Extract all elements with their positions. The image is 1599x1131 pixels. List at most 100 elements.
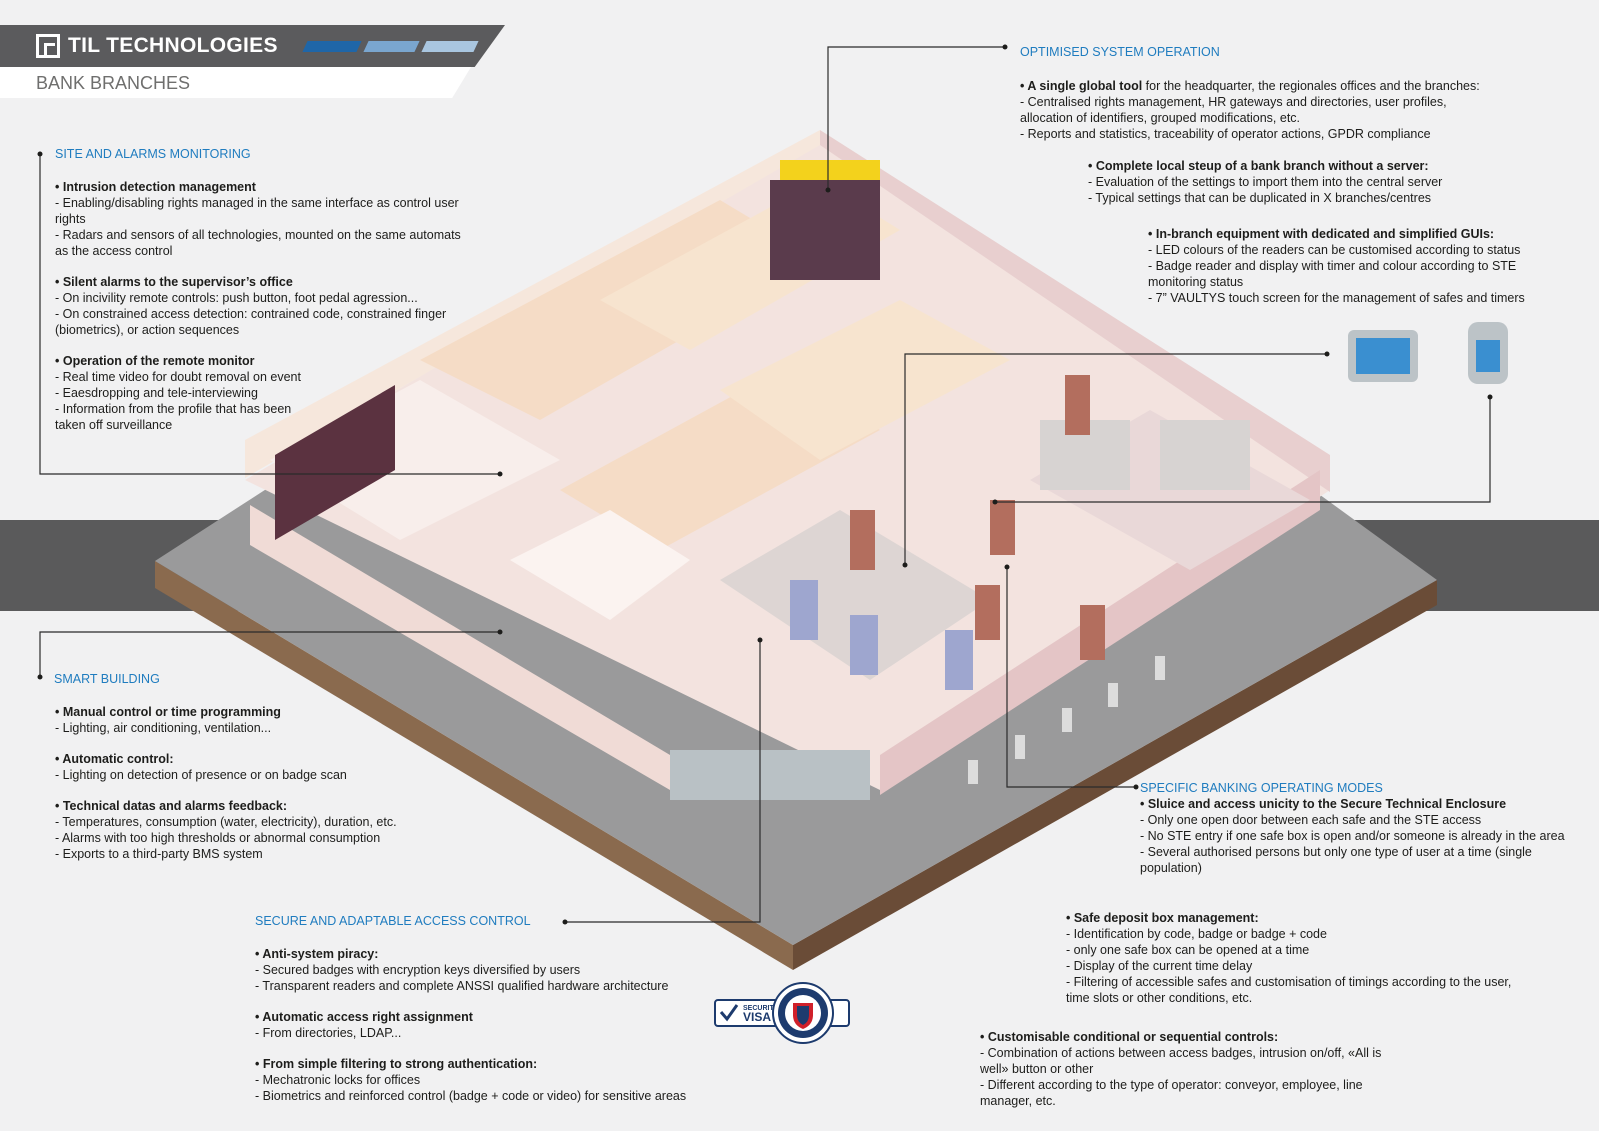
bollard — [1155, 656, 1165, 680]
item-heading: • Safe deposit box management: — [1066, 911, 1259, 925]
item-line: - Mechatronic locks for offices — [255, 1073, 421, 1087]
item-line: - only one safe box can be opened at a t… — [1066, 943, 1310, 957]
header-bar — [0, 25, 505, 67]
security-visa-badge: SECURITY VISA — [714, 982, 850, 1044]
item-line: - Several authorised persons but only on… — [1140, 845, 1532, 875]
wall-right-back — [820, 130, 1330, 492]
section-title-site-alarms: SITE AND ALARMS MONITORING — [55, 147, 251, 161]
item-line: - Real time video for doubt removal on e… — [55, 370, 301, 384]
item-line: - Badge reader and display with timer an… — [1148, 259, 1517, 273]
item-line: - Evaluation of the settings to import t… — [1088, 175, 1443, 189]
banking-modes-block-3: • Customisable conditional or sequential… — [980, 1029, 1400, 1109]
item-heading: • Automatic access right assignment — [255, 1010, 473, 1024]
site-alarms-block: • Intrusion detection management - Enabl… — [55, 179, 475, 433]
item-heading: • Automatic control: — [55, 752, 174, 766]
bollard — [1108, 683, 1118, 707]
server-cable-tray — [780, 160, 880, 180]
item-line: - Exports to a third-party BMS system — [55, 847, 263, 861]
page-subtitle: BANK BRANCHES — [36, 73, 191, 93]
item-heading-rest: for the headquarter, the regionales offi… — [1142, 79, 1480, 93]
item-heading: • Operation of the remote monitor — [55, 354, 255, 368]
smart-building-block: • Manual control or time programming - L… — [55, 704, 475, 862]
item-line: - LED colours of the readers can be cust… — [1148, 243, 1521, 257]
accent-stripe-3 — [421, 41, 479, 52]
item-heading: • Anti-system piracy: — [255, 947, 379, 961]
item-line: - On incivility remote controls: push bu… — [55, 291, 418, 305]
item-line: - Enabling/disabling rights managed in t… — [55, 196, 459, 226]
accent-stripe-2 — [363, 41, 420, 52]
item-heading: • A single global tool — [1020, 79, 1143, 93]
item-line: - Radars and sensors of all technologies… — [55, 228, 461, 258]
item-line: - Eaesdropping and tele-interviewing — [55, 386, 258, 400]
item-heading: • In-branch equipment with dedicated and… — [1148, 227, 1495, 241]
badge-text-main: VISA — [743, 1010, 771, 1024]
item-line: - Centralised rights management, HR gate… — [1020, 95, 1447, 109]
section-title-optimised-operation: OPTIMISED SYSTEM OPERATION — [1020, 45, 1220, 59]
item-heading: • From simple filtering to strong authen… — [255, 1057, 538, 1071]
item-heading: • Technical datas and alarms feedback: — [55, 799, 288, 813]
door-1 — [850, 510, 875, 570]
door-3 — [1065, 375, 1090, 435]
item-line: - Combination of actions between access … — [980, 1046, 1382, 1076]
item-line: - Lighting, air conditioning, ventilatio… — [55, 721, 272, 735]
optimised-block-2: • Complete local steup of a bank branch … — [1088, 158, 1578, 206]
item-line: - From directories, LDAP... — [255, 1026, 402, 1040]
touch-screen-display — [1356, 338, 1410, 374]
door-2 — [990, 500, 1015, 555]
section-title-banking-modes: SPECIFIC BANKING OPERATING MODES — [1140, 781, 1383, 795]
item-line: - No STE entry if one safe box is open a… — [1140, 829, 1565, 843]
optimised-block-1: • A single global tool for the headquart… — [1020, 78, 1580, 142]
subtitle-bar — [0, 67, 471, 98]
atm-1 — [790, 580, 818, 640]
access-control-block: • Anti-system piracy: - Secured badges w… — [255, 946, 715, 1104]
server-racks — [770, 180, 880, 280]
item-heading: • Complete local steup of a bank branch … — [1088, 159, 1429, 173]
item-line: - 7” VAULTYS touch screen for the manage… — [1148, 291, 1525, 305]
item-heading: • Customisable conditional or sequential… — [980, 1030, 1279, 1044]
item-line: monitoring status — [1148, 275, 1244, 289]
optimised-block-3: • In-branch equipment with dedicated and… — [1148, 226, 1578, 306]
item-heading: • Silent alarms to the supervisor’s offi… — [55, 275, 293, 289]
deposit-box-bank-2 — [1160, 420, 1250, 490]
section-title-access-control: SECURE AND ADAPTABLE ACCESS CONTROL — [255, 914, 531, 928]
base-side-left — [155, 561, 793, 970]
door-5 — [1080, 605, 1105, 660]
door-4 — [975, 585, 1000, 640]
item-line: - Secured badges with encryption keys di… — [255, 963, 581, 977]
bollard — [1015, 735, 1025, 759]
item-line: - Temperatures, consumption (water, elec… — [55, 815, 397, 829]
bollard — [1062, 708, 1072, 732]
brand-logo-icon — [36, 34, 60, 58]
brand-name: TIL TECHNOLOGIES — [68, 34, 278, 57]
item-line: - Transparent readers and complete ANSSI… — [255, 979, 669, 993]
item-line: - Typical settings that can be duplicate… — [1088, 191, 1432, 205]
item-line: - Only one open door between each safe a… — [1140, 813, 1482, 827]
item-line: - Filtering of accessible safes and cust… — [1066, 975, 1512, 1005]
item-heading: • Manual control or time programming — [55, 705, 281, 719]
item-heading: • Sluice and access unicity to the Secur… — [1140, 797, 1507, 811]
item-line: - Biometrics and reinforced control (bad… — [255, 1089, 687, 1103]
item-heading-line: • A single global tool for the headquart… — [1020, 78, 1580, 94]
banking-modes-block-1: • Sluice and access unicity to the Secur… — [1140, 796, 1585, 876]
item-line: - Identification by code, badge or badge… — [1066, 927, 1327, 941]
front-wall-left — [250, 505, 670, 790]
item-line: allocation of identifiers, grouped modif… — [1020, 111, 1301, 125]
waiting-wall — [275, 385, 395, 540]
check-icon — [719, 1004, 739, 1022]
item-line: - Display of the current time delay — [1066, 959, 1253, 973]
reception-desk — [510, 510, 690, 620]
item-line: - Information from the profile that has … — [55, 402, 292, 432]
item-heading: • Intrusion detection management — [55, 180, 256, 194]
item-line: - Alarms with too high thresholds or abn… — [55, 831, 381, 845]
bollard — [968, 760, 978, 784]
entrance-glazing — [670, 750, 870, 800]
badge-text-top: SECURITY — [743, 1005, 779, 1012]
atm-2 — [850, 615, 878, 675]
banking-modes-block-2: • Safe deposit box management: - Identif… — [1066, 910, 1526, 1006]
badge-reader-display — [1476, 340, 1500, 372]
item-line: - Different according to the type of ope… — [980, 1078, 1363, 1108]
accent-stripe-1 — [302, 41, 362, 52]
